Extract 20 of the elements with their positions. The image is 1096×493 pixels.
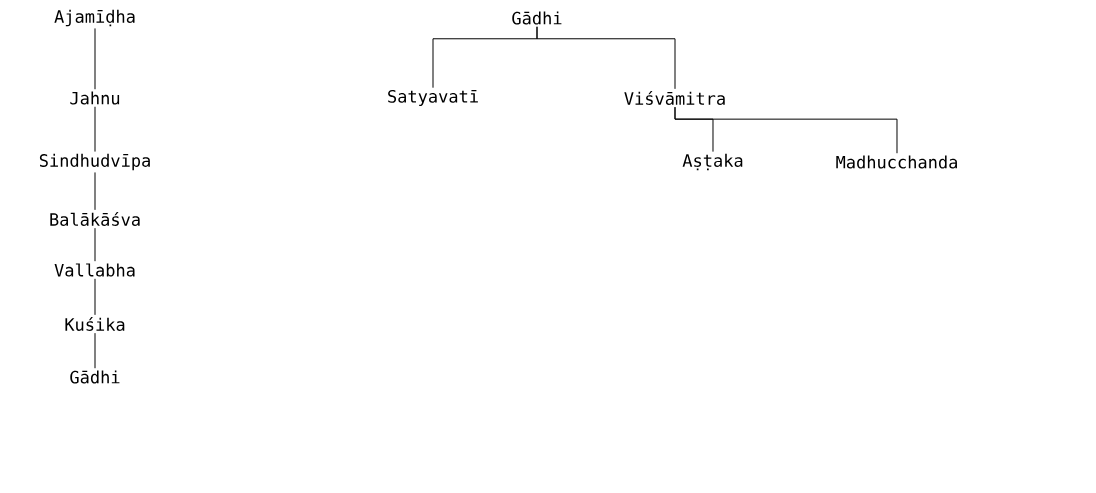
name-label: Satyavatī xyxy=(388,89,478,107)
tree-line xyxy=(674,106,898,154)
name-label: Gādhi xyxy=(70,370,120,384)
tree-line xyxy=(536,26,676,90)
tree-line xyxy=(94,106,96,153)
name-label: Gādhi xyxy=(512,11,562,25)
tree-line xyxy=(94,278,96,316)
name-label: Ajamīḍha xyxy=(54,9,135,27)
name-label: Vallabha xyxy=(54,263,135,277)
tree-line xyxy=(94,227,96,262)
name-label: Kuśika xyxy=(65,317,125,331)
tree-line xyxy=(94,27,96,90)
name-label: Sindhudvīpa xyxy=(39,153,150,171)
tree-line xyxy=(94,332,96,369)
tree-line xyxy=(94,171,96,211)
name-label: Viśvāmitra xyxy=(624,91,725,105)
name-label: Aṣṭaka xyxy=(682,153,743,171)
name-label: Jahnu xyxy=(70,91,120,105)
name-label: Madhucchanda xyxy=(836,155,957,169)
name-label: Balākāśva xyxy=(50,212,140,226)
